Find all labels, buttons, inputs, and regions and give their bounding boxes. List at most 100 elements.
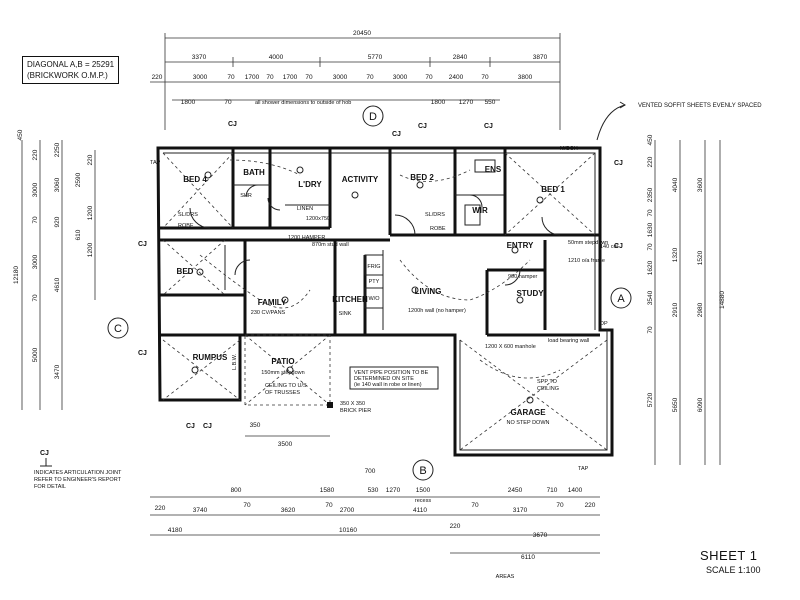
dim-top-r2-8: 70 <box>366 74 374 81</box>
dim-left-c2-1: 2590 <box>75 172 82 187</box>
dim-bottom-r2-5: 2700 <box>340 507 355 514</box>
dim-left-c1-6: 5000 <box>32 347 39 362</box>
room-activity: ACTIVITY <box>342 175 379 184</box>
living-wall: 1200h wall (no hamper) <box>408 308 466 314</box>
dim-top-r2-3: 1700 <box>245 74 260 81</box>
diagonal-note-box: DIAGONAL A,B = 25291 (BRICKWORK O.M.P.) <box>22 56 120 84</box>
dim-left-c2-5: 4610 <box>54 277 61 292</box>
load-bearing-wall: load bearing wall <box>548 338 589 344</box>
dim-bottom-r4-1: 6110 <box>521 554 535 561</box>
cj-9: CJ <box>186 423 195 430</box>
vent-pipe-2: DETERMINED ON SITE <box>354 376 414 382</box>
marker-c-label: C <box>114 323 122 335</box>
dim-right-c3-0: 3600 <box>697 177 704 192</box>
diagonal-note-line1: DIAGONAL A,B = 25291 <box>27 60 115 69</box>
hamper: 1200 HAMPER <box>288 235 325 241</box>
dim-left-c1-3: 70 <box>32 216 39 224</box>
dim-left-c2-2: 3060 <box>54 177 61 192</box>
room-garage: GARAGE <box>510 408 546 417</box>
family-tv: 230 CV/PANS <box>251 310 286 316</box>
dim-right-c2-3: 5650 <box>672 397 679 412</box>
robe-1: ROBE <box>178 223 194 229</box>
room-study: STUDY <box>516 289 544 298</box>
dim-bottom-r2-4: 70 <box>325 502 333 509</box>
dim-right-c3-2: 2980 <box>697 302 704 317</box>
dim-left-c2-6: 3470 <box>54 364 61 379</box>
dim-top-r2-9: 3000 <box>393 74 408 81</box>
dim-left-c1-2: 3000 <box>32 182 39 197</box>
legend-line1: INDICATES ARTICULATION JOINT <box>34 470 122 476</box>
areas-label: AREAS <box>496 574 515 580</box>
dim-right-c3-3: 6090 <box>697 397 704 412</box>
dim-overall-left: 12180 <box>13 266 20 284</box>
dim-bottom-r1-6: 2450 <box>508 487 523 494</box>
control-joints: CJ CJ CJ CJ CJ CJ CJ CJ CJ CJ CJ <box>40 121 623 467</box>
room-family: FAMILY <box>258 298 287 307</box>
dim-bottom-r2-8: 3170 <box>513 507 528 514</box>
room-bed4: BED 4 <box>183 175 207 184</box>
dim-left-c2-0: 2250 <box>54 142 61 157</box>
room-bath: BATH <box>243 168 265 177</box>
dim-top-r2-4: 70 <box>266 74 274 81</box>
patio-ceiling-2: OF TRUSSES <box>265 390 300 396</box>
room-bed1: BED 1 <box>541 185 565 194</box>
dim-left-c3-2: 1200 <box>87 242 94 257</box>
sheet-title: SHEET 1 <box>700 548 758 563</box>
dim-top-r3-1: 70 <box>224 99 232 106</box>
marker-a-label: A <box>617 293 625 305</box>
dim-left-c1-5: 70 <box>32 294 39 302</box>
patio-step: 150mm stepdown <box>261 370 304 376</box>
marker-b <box>412 459 434 481</box>
room-ens: ENS <box>485 165 502 174</box>
dim-overall-right: 14880 <box>719 291 726 309</box>
dim-right-c1-4: 1630 <box>647 222 654 237</box>
cj-legend: INDICATES ARTICULATION JOINT REFER TO EN… <box>34 470 121 491</box>
plan-annotations: all shower dimensions to outside of hob … <box>150 100 618 472</box>
top-dimensions: 20450 3370 4000 5770 2840 3870 220 3000 … <box>150 30 561 130</box>
grid-markers: D A B C <box>107 105 632 481</box>
bottom-dimensions: 800 1580 700 530 1270 1500 2450 710 1400… <box>150 468 600 580</box>
dim-right-c1-8: 70 <box>647 326 654 334</box>
manhole: 1200 X 600 manhole <box>485 344 536 350</box>
mbox-label: M/BOX <box>560 146 578 152</box>
floor-plan-walls <box>156 101 626 457</box>
dim-right-c1-5: 70 <box>647 243 654 251</box>
sheet-scale: SCALE 1:100 <box>706 565 761 575</box>
cj-8: CJ <box>138 350 147 357</box>
dim-top-r2-0: 220 <box>152 74 163 81</box>
robe-2: ROBE <box>430 226 446 232</box>
dim-left-c1-0: 450 <box>17 129 24 140</box>
pty-label: PTY <box>369 279 380 285</box>
brick-pier-1: 350 X 350 <box>340 401 365 407</box>
dim-top-r3-2: 1800 <box>431 99 446 106</box>
dim-bottom-r3-0: 4180 <box>168 527 183 534</box>
room-entry: ENTRY <box>507 241 534 250</box>
dim-top-r2-11: 2400 <box>449 74 464 81</box>
dim-bottom-r1-2: 700 <box>365 468 376 475</box>
dim-bottom-r4-0: 220 <box>450 523 461 530</box>
dim-left-c3-1: 1200 <box>87 205 94 220</box>
dim-bottom-r2-6: 4110 <box>413 507 427 514</box>
dim-bottom-r2-0: 220 <box>155 505 166 512</box>
dim-right-c2-2: 2910 <box>672 302 679 317</box>
cj-1: CJ <box>228 121 237 128</box>
room-labels: BED 4 BATH SHR L'DRY LINEN 1200x750 ACTI… <box>177 165 566 417</box>
dim-right-c1-1: 220 <box>647 156 654 167</box>
frame-label: 1210 o/a frame <box>568 258 605 264</box>
sl-drs-1: SL/DRS <box>178 212 198 218</box>
frig-label: FRIG <box>367 264 380 270</box>
stud-wall: 870m stud wall <box>312 242 349 248</box>
marker-c <box>107 317 129 339</box>
dim-left-c2-3: 920 <box>54 216 61 227</box>
dim-right-c1-3: 70 <box>647 209 654 217</box>
dim-right-c2-1: 1320 <box>672 247 679 262</box>
cj-3: CJ <box>418 123 427 130</box>
dim-bottom-r3-2: 3670 <box>533 532 548 539</box>
dim-top-r2-10: 70 <box>425 74 433 81</box>
room-linen: LINEN <box>297 206 313 212</box>
dim-bottom-r1-7: 710 <box>547 487 558 494</box>
dim-left-c2-4: 610 <box>75 229 82 240</box>
legend-line3: FOR DETAIL <box>34 484 66 490</box>
dim-bottom-r2-2: 70 <box>243 502 251 509</box>
